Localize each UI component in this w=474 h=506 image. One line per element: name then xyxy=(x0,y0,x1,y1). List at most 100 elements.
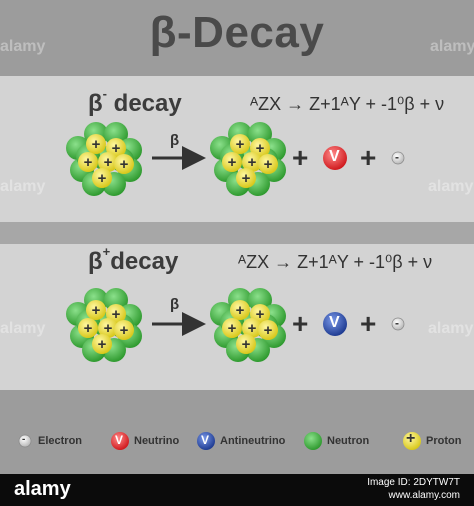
proton-sign: + xyxy=(228,154,237,171)
proton-sign: + xyxy=(120,322,129,339)
proton-sign: + xyxy=(248,320,257,337)
legend-proton-icon xyxy=(403,432,421,450)
proton-particle xyxy=(230,134,250,154)
legend-electron-label: Electron xyxy=(38,435,83,447)
beta-plus-equation: ᴬZX → Z+1ᴬY + -1⁰β + ν xyxy=(238,252,433,272)
beta-minus-arrow-label: β xyxy=(170,132,180,149)
antineutrino-symbol: V xyxy=(329,314,340,331)
proton-particle xyxy=(78,152,98,172)
proton-sign: + xyxy=(112,306,121,323)
legend-neutron-label: Neutron xyxy=(327,435,370,447)
legend-electron-icon xyxy=(18,434,32,448)
beta-plus-arrow-label: β xyxy=(170,296,180,313)
proton-sign: + xyxy=(98,170,107,187)
proton-particle xyxy=(86,300,106,320)
proton-particle xyxy=(236,168,256,188)
footer-image-id: Image ID: 2DYTW7T xyxy=(367,477,460,488)
electron-symbol: - xyxy=(395,150,399,164)
beta-minus-sign: - xyxy=(102,86,107,101)
proton-sign: + xyxy=(236,302,245,319)
proton-sign: + xyxy=(84,154,93,171)
watermark: alamy xyxy=(0,320,46,337)
legend-antineutrino-icon xyxy=(197,432,215,450)
beta-minus-plus-2: + xyxy=(360,142,377,173)
proton-particle xyxy=(230,300,250,320)
proton-particle xyxy=(114,320,134,340)
proton-sign: + xyxy=(84,320,93,337)
proton-sign: + xyxy=(112,140,121,157)
proton-particle xyxy=(86,134,106,154)
proton-sign: + xyxy=(98,336,107,353)
footer-id: Image ID: 2DYTW7T www.alamy.com xyxy=(367,476,460,502)
footer-brand: alamy xyxy=(14,478,71,500)
proton-sign: + xyxy=(120,156,129,173)
panel-separator xyxy=(0,222,474,244)
neutrino-particle xyxy=(323,146,347,170)
proton-sign: + xyxy=(248,154,257,171)
proton-sign: + xyxy=(242,336,251,353)
page-title: β-Decay xyxy=(149,8,325,57)
beta-minus-heading: β- decay xyxy=(88,86,182,118)
proton-particle xyxy=(98,318,118,338)
proton-sign: + xyxy=(264,156,273,173)
nucleus-group: ++++++++++++++++++++++++ xyxy=(66,122,286,362)
beta-plus-plus-1: + xyxy=(292,308,309,339)
proton-sign: + xyxy=(228,320,237,337)
legend-proton-label: Proton xyxy=(426,435,462,447)
electron-particle xyxy=(391,151,405,165)
watermark: alamy xyxy=(430,38,474,55)
proton-sign: + xyxy=(256,306,265,323)
diagram-graphics: ++++++++++++++++++++++++ xyxy=(18,122,421,450)
legend-neutrino-label: Neutrino xyxy=(134,435,180,447)
proton-particle xyxy=(98,152,118,172)
title-band xyxy=(0,0,474,76)
proton-sign: + xyxy=(92,136,101,153)
proton-particle xyxy=(236,334,256,354)
proton-particle xyxy=(258,320,278,340)
legend-antineutrino-label: Antineutrino xyxy=(220,435,286,447)
watermark: alamy xyxy=(0,178,46,195)
legend-antineutrino-symbol: V xyxy=(201,433,210,447)
legend-electron-symbol: - xyxy=(22,434,26,445)
positron-particle xyxy=(391,317,405,331)
watermark: alamy xyxy=(0,38,46,55)
proton-sign: + xyxy=(242,170,251,187)
proton-sign: + xyxy=(264,322,273,339)
proton-particle xyxy=(222,318,242,338)
proton-particle xyxy=(114,154,134,174)
neutrino-symbol: V xyxy=(329,148,340,165)
proton-sign: + xyxy=(104,154,113,171)
legend-neutron-icon xyxy=(304,432,322,450)
proton-sign: + xyxy=(92,302,101,319)
beta-plus-decay-word: decay xyxy=(110,248,179,275)
beta-plus-plus-2: + xyxy=(360,308,377,339)
positron-symbol: - xyxy=(395,316,399,330)
proton-particle xyxy=(258,154,278,174)
beta-minus-plus-1: + xyxy=(292,142,309,173)
proton-particle xyxy=(92,168,112,188)
proton-particle xyxy=(242,318,262,338)
legend-panel xyxy=(0,390,474,474)
legend-neutrino-symbol: V xyxy=(115,433,124,447)
beta-plus-heading: β+decay xyxy=(88,244,179,276)
proton-particle xyxy=(222,152,242,172)
proton-particle xyxy=(242,152,262,172)
proton-sign: + xyxy=(236,136,245,153)
footer-site: www.alamy.com xyxy=(388,490,461,501)
legend-neutrino-icon xyxy=(111,432,129,450)
beta-minus-symbol: β xyxy=(88,90,103,117)
proton-particle xyxy=(78,318,98,338)
beta-minus-decay-word: decay xyxy=(107,90,182,117)
beta-plus-sign: + xyxy=(102,244,111,259)
legend-proton-symbol: + xyxy=(406,430,416,447)
beta-minus-equation: ᴬZX → Z+1ᴬY + -1⁰β + ν xyxy=(250,94,445,114)
proton-sign: + xyxy=(256,140,265,157)
watermark: alamy xyxy=(428,320,474,337)
watermark: alamy xyxy=(428,178,474,195)
proton-particle xyxy=(92,334,112,354)
proton-sign: + xyxy=(104,320,113,337)
antineutrino-particle xyxy=(323,312,347,336)
beta-plus-symbol: β xyxy=(88,248,103,275)
footer-bar: alamy Image ID: 2DYTW7T www.alamy.com xyxy=(0,474,474,506)
